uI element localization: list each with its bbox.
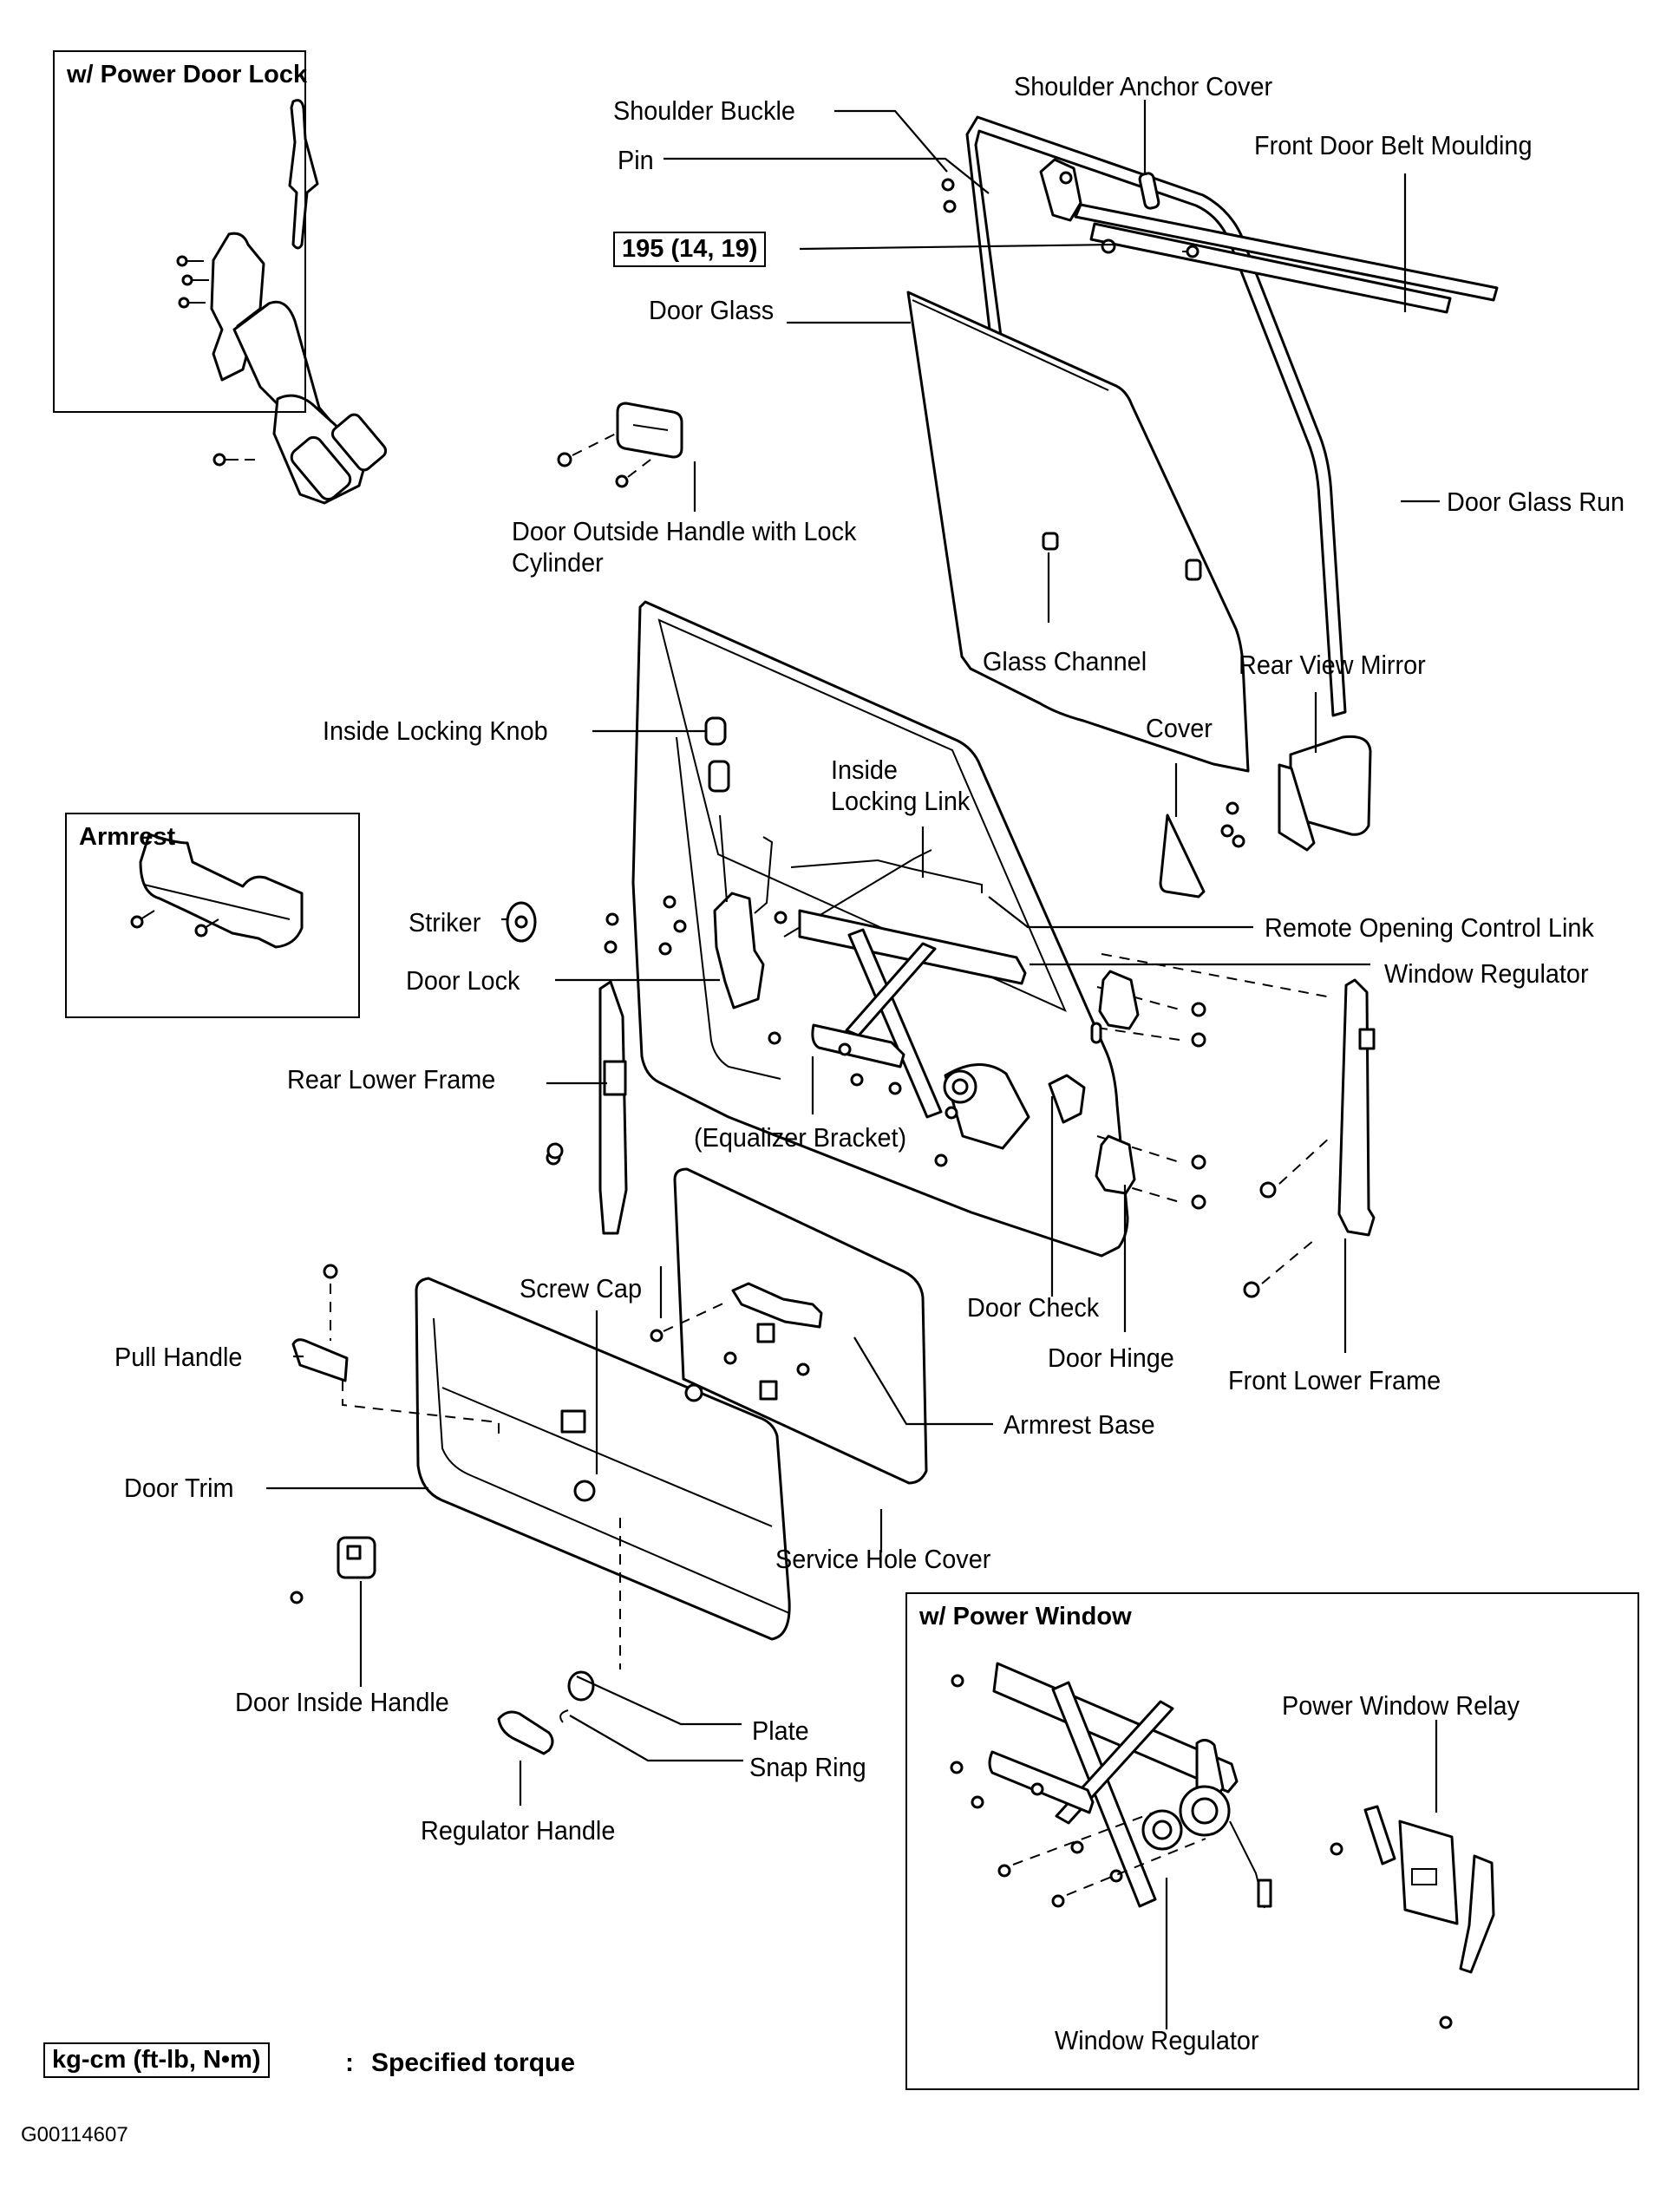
label-front-door-belt-moulding: Front Door Belt Moulding	[1254, 130, 1533, 160]
label-shoulder-buckle: Shoulder Buckle	[613, 95, 795, 126]
torque-spec-box: 195 (14, 19)	[613, 232, 767, 267]
label-door-trim: Door Trim	[124, 1473, 234, 1503]
label-inside-locking-knob: Inside Locking Knob	[323, 715, 548, 746]
label-equalizer-bracket: (Equalizer Bracket)	[694, 1122, 907, 1153]
label-cover: Cover	[1146, 713, 1213, 743]
front-door-belt-moulding-drawing	[1074, 203, 1499, 314]
label-glass-channel: Glass Channel	[983, 646, 1147, 676]
label-door-outside-handle: Door Outside Handle with Lock Cylinder	[512, 516, 857, 578]
inset-power-window: w/ Power Window	[905, 1592, 1639, 2090]
inside-locking-knob-drawing	[704, 716, 730, 793]
door-outside-handle-drawing	[557, 402, 683, 488]
mirror-cover-drawing	[1159, 813, 1206, 898]
label-power-window-relay: Power Window Relay	[1282, 1690, 1520, 1721]
label-shoulder-anchor-cover: Shoulder Anchor Cover	[1014, 71, 1273, 101]
window-regulator-drawing	[798, 909, 1030, 1150]
power-window-regulator-drawing	[950, 1662, 1272, 1909]
label-door-hinge: Door Hinge	[1048, 1343, 1174, 1373]
label-snap-ring: Snap Ring	[749, 1752, 866, 1782]
leader-lines	[266, 100, 1440, 2029]
rear-lower-frame-drawing	[546, 980, 628, 1235]
legend-separator: :	[345, 2048, 354, 2077]
label-service-hole-cover: Service Hole Cover	[775, 1544, 991, 1574]
door-panel-drawing	[631, 600, 1129, 1258]
rear-view-mirror-drawing	[1278, 735, 1372, 852]
label-rear-lower-frame: Rear Lower Frame	[287, 1064, 496, 1094]
label-striker: Striker	[409, 907, 481, 938]
label-armrest-base: Armrest Base	[1003, 1409, 1155, 1440]
label-inside-locking-link: Inside Locking Link	[831, 755, 971, 816]
service-hole-cover-drawing	[673, 1167, 928, 1485]
armrest-base-drawing	[650, 1282, 823, 1401]
plate-snap-ring-drawing	[559, 1518, 621, 1723]
fastener-bolts	[546, 801, 1332, 1298]
striker-drawing	[506, 901, 537, 943]
label-plate: Plate	[752, 1715, 809, 1746]
power-door-lock-assembly-drawing	[176, 99, 388, 505]
legend-unit-box: kg-cm (ft-lb, N•m)	[43, 2042, 270, 2078]
label-door-glass-run: Door Glass Run	[1447, 487, 1625, 517]
door-glass-drawing	[906, 291, 1250, 773]
label-pin: Pin	[618, 145, 654, 175]
inset-title-armrest: Armrest	[79, 823, 176, 851]
pull-handle-drawing	[291, 1264, 500, 1441]
label-power-window-regulator: Window Regulator	[1055, 2025, 1259, 2055]
armrest-drawing	[130, 833, 304, 949]
label-pull-handle: Pull Handle	[114, 1342, 243, 1372]
label-door-lock: Door Lock	[406, 965, 520, 996]
label-remote-opening-control-link: Remote Opening Control Link	[1265, 912, 1594, 943]
door-inside-handle-drawing	[290, 1536, 376, 1604]
front-lower-frame-drawing	[1337, 978, 1376, 1237]
regulator-handle-drawing	[497, 1710, 554, 1755]
figure-id: G00114607	[21, 2123, 128, 2146]
power-window-relay-drawing	[1330, 1805, 1495, 2029]
label-door-inside-handle: Door Inside Handle	[235, 1687, 449, 1717]
label-front-lower-frame: Front Lower Frame	[1228, 1365, 1441, 1395]
label-door-glass: Door Glass	[649, 295, 775, 325]
label-screw-cap: Screw Cap	[520, 1273, 642, 1304]
door-hinge-drawing	[1048, 970, 1140, 1195]
shoulder-buckle-hardware-drawing	[941, 158, 1200, 258]
inset-title-power-door-lock: w/ Power Door Lock	[67, 61, 308, 88]
label-regulator-handle: Regulator Handle	[421, 1815, 616, 1846]
door-lock-drawing	[713, 814, 983, 1010]
inset-armrest: Armrest	[65, 813, 360, 1018]
door-trim-drawing	[415, 1277, 791, 1641]
inset-title-power-window: w/ Power Window	[919, 1603, 1132, 1630]
label-door-check: Door Check	[967, 1292, 1100, 1323]
inset-power-door-lock: w/ Power Door Lock	[53, 50, 308, 413]
label-rear-view-mirror: Rear View Mirror	[1239, 650, 1426, 680]
legend-description: Specified torque	[371, 2048, 576, 2077]
label-window-regulator: Window Regulator	[1384, 958, 1589, 989]
